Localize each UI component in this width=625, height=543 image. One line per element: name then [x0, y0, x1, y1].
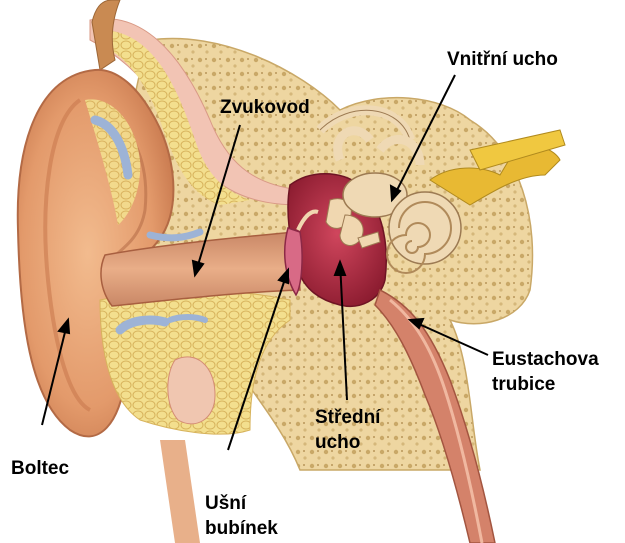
label-eardrum-line2: bubínek: [205, 516, 278, 541]
label-inner-ear: Vnitřní ucho: [447, 47, 558, 72]
label-middle-ear-line1: Střední: [315, 405, 380, 430]
label-inner-ear-text: Vnitřní ucho: [447, 47, 558, 72]
label-middle-ear-line2: ucho: [315, 430, 380, 455]
label-eardrum-line1: Ušní: [205, 491, 278, 516]
label-ear-canal-text: Zvukovod: [220, 95, 310, 120]
label-eustachian-line1: Eustachova: [492, 347, 599, 372]
label-eardrum: Ušní bubínek: [205, 491, 278, 541]
label-eustachian-tube: Eustachova trubice: [492, 347, 599, 397]
label-middle-ear: Střední ucho: [315, 405, 380, 455]
label-auricle: Boltec: [11, 456, 69, 481]
label-ear-canal: Zvukovod: [220, 95, 310, 120]
label-eustachian-line2: trubice: [492, 372, 599, 397]
label-auricle-text: Boltec: [11, 456, 69, 481]
